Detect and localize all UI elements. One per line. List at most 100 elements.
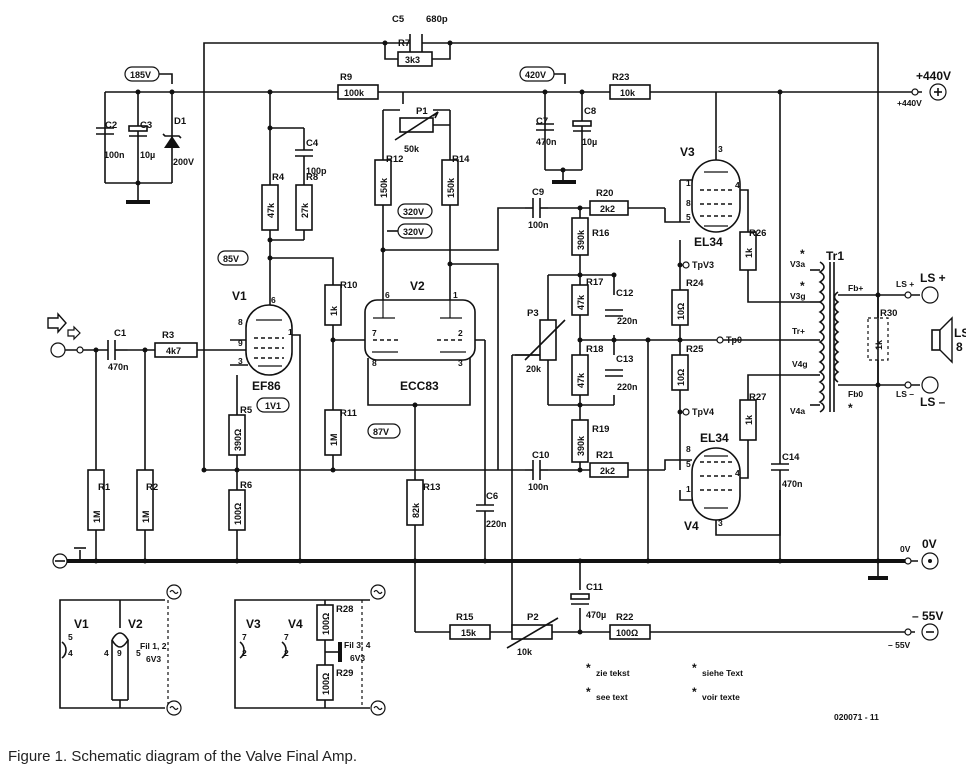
heater1-pin-a-bot: 4 — [68, 648, 73, 658]
R17-value: 47k — [576, 294, 586, 310]
R24-ref: R24 — [686, 278, 704, 289]
R1-value: 1M — [92, 510, 102, 523]
label-ls-plus-small: LS + — [896, 279, 914, 289]
svg-text:*: * — [586, 685, 591, 699]
heater-group-2 — [234, 584, 386, 716]
svg-text:*: * — [800, 279, 805, 293]
heater2-pin-b-top: 7 — [284, 632, 289, 642]
R30-ref: R30 — [880, 308, 897, 319]
R19-ref: R19 — [592, 424, 609, 435]
C1-value: 470n — [108, 362, 129, 372]
C11-value: 470µ — [586, 610, 606, 620]
terminal-labels: +440V +440V LS + LS + LS – LS – LS 8 0V … — [888, 69, 966, 650]
R9-body — [337, 84, 379, 100]
R8-value: 27k — [300, 202, 310, 218]
note-zie: zie tekst — [596, 668, 630, 678]
heater1-pin-b3: 5 — [136, 648, 141, 658]
figure-id: 020071 - 11 — [834, 712, 879, 722]
V2-pin-6: 6 — [385, 290, 390, 300]
V1-pin-1: 1 — [288, 327, 293, 337]
R19-value: 390k — [576, 435, 586, 456]
C10-ref: C10 — [532, 450, 549, 461]
R12-ref: R12 — [386, 154, 403, 165]
V1-pin-8: 8 — [238, 317, 243, 327]
capacitors — [96, 34, 789, 605]
R25-value: 10Ω — [676, 369, 686, 386]
tag-1v1: 1V1 — [265, 401, 281, 411]
C14-value: 470n — [782, 479, 803, 489]
C1-ref: C1 — [114, 328, 127, 339]
R16-value: 390k — [576, 229, 586, 250]
R25-body — [671, 354, 689, 391]
R10-body — [324, 284, 342, 326]
C13-ref: C13 — [616, 354, 633, 365]
R4-ref: R4 — [272, 172, 285, 183]
R20-value: 2k2 — [600, 204, 615, 214]
tube-labels: V1 EF86 6 8 9 3 1 V2 ECC83 6 1 7 2 8 3 V… — [232, 144, 740, 533]
svg-text:*: * — [692, 661, 697, 675]
C12-value: 220n — [617, 316, 638, 326]
terminal-440 — [911, 83, 947, 101]
V3-pin-1: 1 — [686, 178, 691, 188]
heater2-label1: Fil 3, 4 — [344, 640, 371, 650]
R9-ref: R9 — [340, 72, 352, 83]
note-voir: voir texte — [702, 692, 740, 702]
R22-value: 100Ω — [616, 628, 638, 638]
C9-value: 100n — [528, 220, 549, 230]
heater-labels: V1 V2 5 4 4 9 5 Fil 1, 2 6V3 V3 V4 7 2 7… — [61, 617, 371, 664]
R11-value: 1M — [329, 433, 339, 446]
wires — [60, 42, 922, 633]
R22-ref: R22 — [616, 612, 633, 623]
R2-ref: R2 — [146, 482, 158, 493]
P2-ref: P2 — [527, 612, 539, 623]
R14-value: 150k — [446, 177, 456, 198]
R29-ref: R29 — [336, 668, 353, 679]
R10-ref: R10 — [340, 280, 357, 291]
speaker-icon — [931, 316, 953, 364]
R27-body — [739, 399, 757, 441]
R7-ref: R7 — [398, 38, 410, 49]
R8-ref: R8 — [306, 172, 318, 183]
V1-pin-9: 9 — [238, 338, 243, 348]
voltage-tags — [124, 66, 566, 439]
heater2-pin-b-bot: 2 — [284, 648, 289, 658]
tube-V3 — [691, 142, 741, 233]
C2-value: 100n — [104, 150, 125, 160]
note-see: see text — [596, 692, 628, 702]
C10-value: 100n — [528, 482, 549, 492]
potentiometers — [394, 111, 566, 649]
C3-ref: C3 — [140, 120, 152, 131]
footnotes: * zie tekst * see text * siehe Text * vo… — [586, 661, 879, 722]
R9-value: 100k — [344, 88, 365, 98]
R17-ref: R17 — [586, 277, 603, 288]
R26-value: 1k — [744, 247, 754, 258]
heater2-pin-a-top: 7 — [242, 632, 247, 642]
R26-ref: R26 — [749, 228, 766, 239]
tap-v4a: V4a — [790, 406, 805, 416]
R3-body — [154, 342, 198, 358]
V3-pin-5: 5 — [686, 212, 691, 222]
junction-dots — [93, 40, 881, 635]
P1-body — [399, 117, 434, 133]
R27-value: 1k — [744, 414, 754, 425]
input-terminal — [47, 312, 84, 358]
C6-ref: C6 — [486, 491, 498, 502]
C13-value: 220n — [617, 382, 638, 392]
R24-body — [671, 289, 689, 326]
C9-ref: C9 — [532, 187, 544, 198]
V3-ref: V3 — [680, 145, 695, 159]
C5-value: 680p — [426, 14, 448, 25]
V3-pin-8: 8 — [686, 198, 691, 208]
V4-pin-4: 4 — [735, 468, 740, 478]
heater1-label1: Fil 1, 2 — [140, 641, 167, 651]
R1-body — [87, 469, 105, 531]
tag-320v-b: 320V — [403, 227, 424, 237]
label-440v: +440V — [916, 69, 951, 83]
sec-fbplus: Fb+ — [848, 283, 863, 293]
tube-V2 — [364, 299, 476, 361]
R23-ref: R23 — [612, 72, 629, 83]
tp0-label: Tp0 — [726, 335, 742, 345]
C8-ref: C8 — [584, 106, 596, 117]
R2-body — [136, 469, 154, 531]
